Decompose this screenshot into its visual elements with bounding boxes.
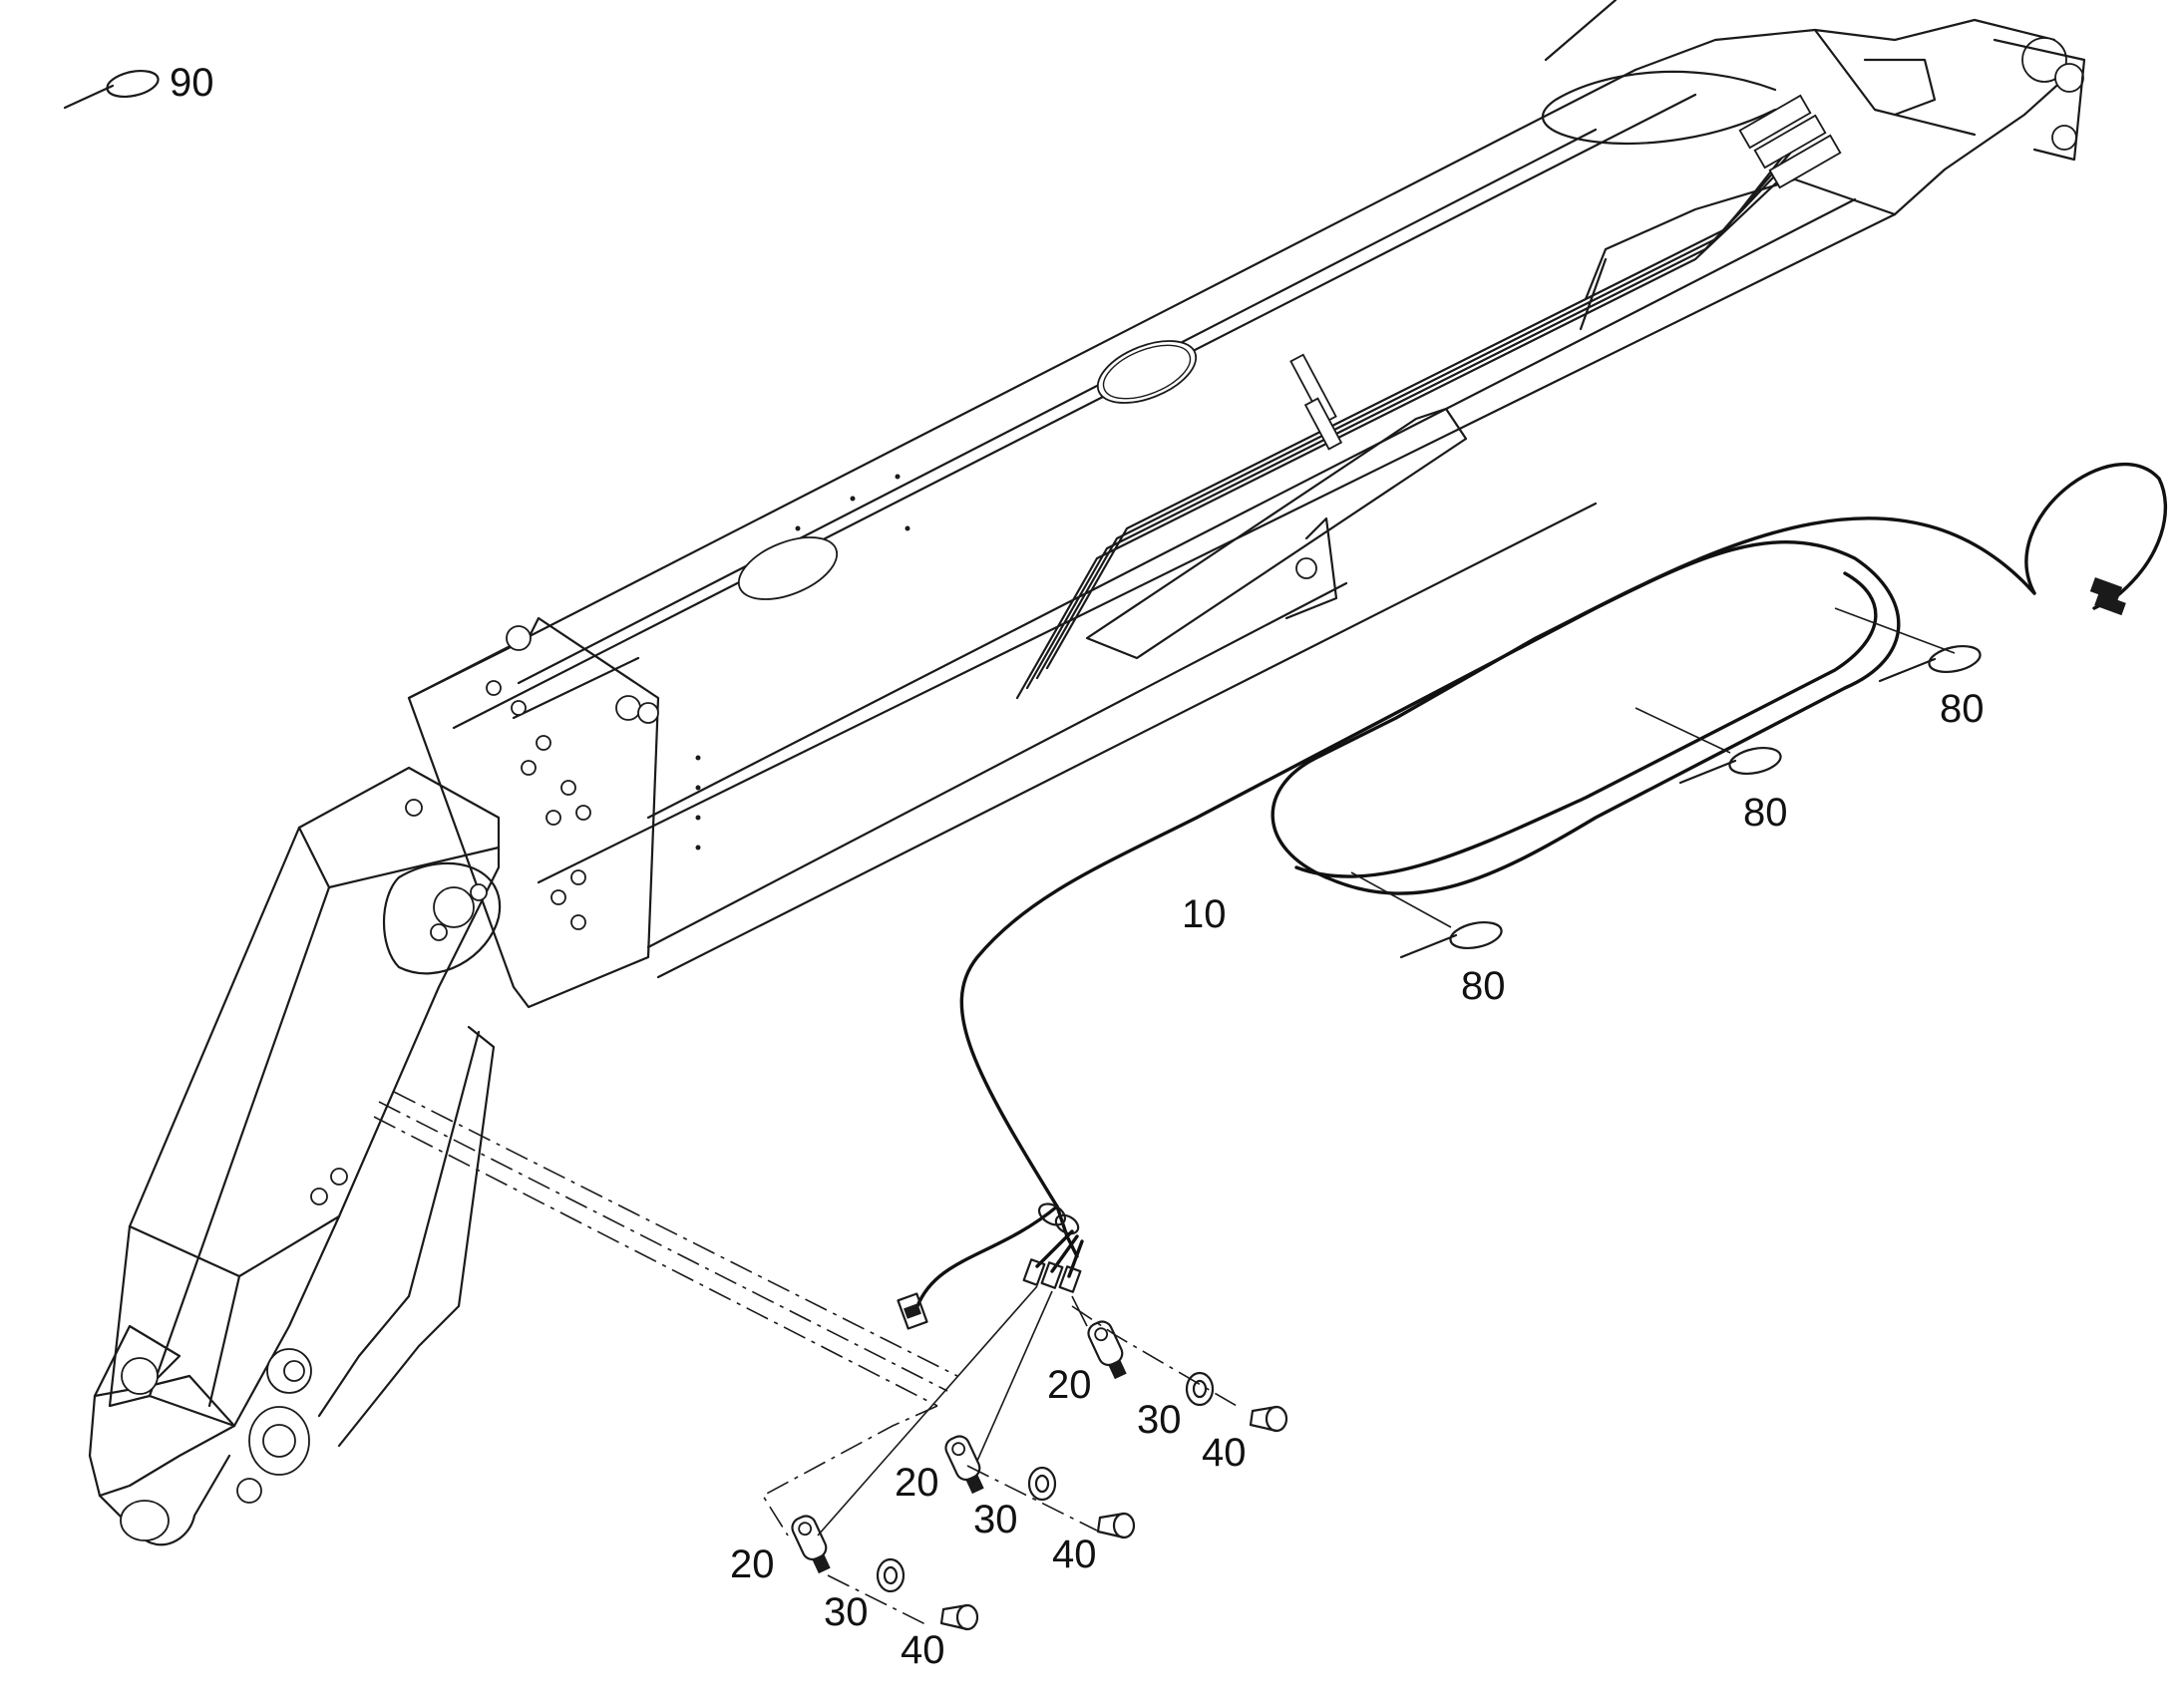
callout-90: 90	[170, 61, 214, 105]
fastener-set-1: 20 30 40	[1047, 1320, 1288, 1475]
cable-tie-icon	[1878, 644, 1982, 683]
callout-30-b: 30	[973, 1498, 1018, 1541]
callout-40-a: 40	[1202, 1431, 1247, 1475]
mounting-plate	[407, 616, 660, 1009]
boom-icon	[407, 0, 2086, 979]
cable-lug-icon	[1087, 1320, 1127, 1380]
callout-30-c: 30	[824, 1590, 869, 1634]
plug-connector-icon	[897, 1292, 928, 1330]
callout-80-a: 80	[1940, 687, 1985, 731]
callout-40-c: 40	[901, 1628, 945, 1672]
callout-30-a: 30	[1137, 1398, 1182, 1442]
wiring-harness: 10	[817, 463, 2168, 1537]
fastener-set-3: 20 30 40	[730, 1515, 979, 1672]
cable-tie-icon	[1678, 746, 1782, 785]
callout-80-b: 80	[1743, 791, 1788, 835]
cable-tie-legend: 90	[63, 61, 214, 110]
washer-icon	[1185, 1371, 1215, 1407]
screw-icon	[939, 1603, 979, 1631]
screw-icon	[1249, 1405, 1288, 1433]
assembly-guide-lines	[373, 1091, 1238, 1626]
screw-icon	[1096, 1512, 1136, 1539]
cable-tie-icon	[1399, 920, 1503, 959]
cable-tie-group: 80 80 80	[1350, 607, 1985, 1008]
callout-10: 10	[1182, 892, 1227, 936]
callout-20-a: 20	[1047, 1363, 1092, 1407]
washer-icon	[876, 1557, 906, 1593]
callout-20-c: 20	[730, 1542, 775, 1586]
callout-40-b: 40	[1052, 1533, 1097, 1576]
callout-20-b: 20	[895, 1461, 939, 1505]
fastener-set-2: 20 30 40	[895, 1435, 1136, 1576]
washer-icon	[1027, 1466, 1057, 1502]
cable-tie-icon	[63, 69, 160, 110]
callout-80-c: 80	[1461, 964, 1506, 1008]
cable-lug-icon	[791, 1515, 831, 1574]
harness-connector-icon	[2089, 576, 2126, 616]
cable-lug-icon	[944, 1435, 984, 1495]
lower-boom	[88, 766, 502, 1546]
